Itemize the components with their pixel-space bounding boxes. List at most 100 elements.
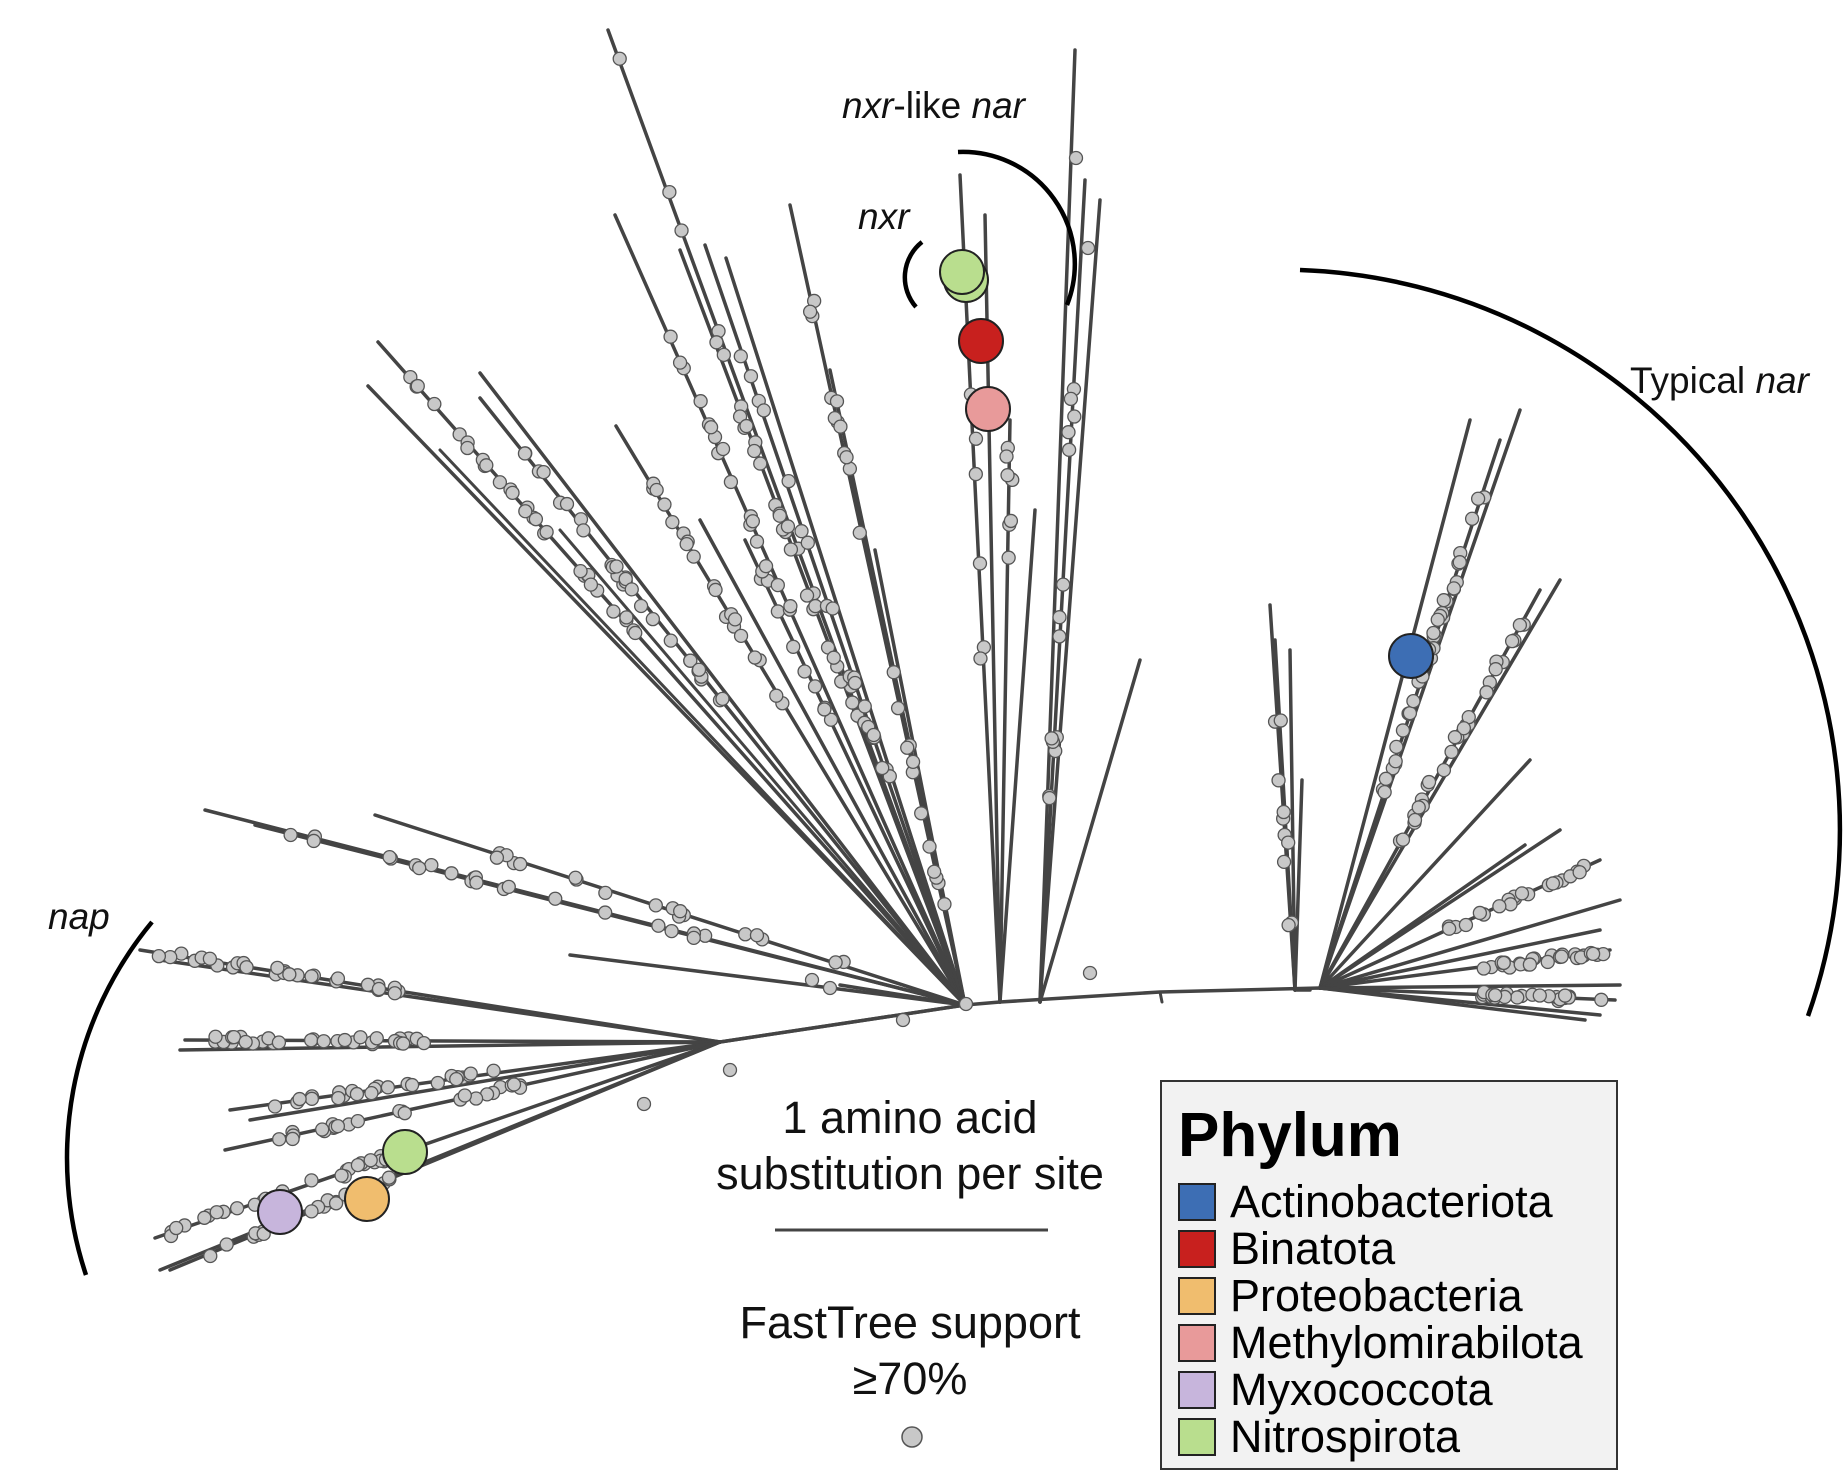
support-node [1545, 876, 1561, 891]
legend-label-myxococcota: Myxococcota [1230, 1363, 1493, 1415]
support-node [927, 864, 942, 879]
legend-item-nitrospirota: Nitrospirota [1178, 1410, 1583, 1462]
support-node [1470, 491, 1486, 506]
support-node [609, 559, 624, 574]
legend-label-nitrospirota: Nitrospirota [1230, 1410, 1461, 1462]
support-node [151, 948, 167, 964]
support-node [410, 378, 425, 394]
support-node [304, 1091, 320, 1106]
support-node [267, 1099, 283, 1114]
support-node [479, 458, 494, 473]
support-node [328, 1196, 344, 1211]
support-node [1389, 739, 1404, 755]
support-node [197, 1210, 212, 1225]
legend-swatch-binatota [1178, 1229, 1216, 1268]
support-node [691, 662, 707, 677]
support-node [703, 420, 719, 435]
support-node [651, 918, 666, 933]
branch [1318, 758, 1532, 990]
support-node [618, 571, 633, 587]
support-node [817, 702, 832, 717]
support-node [797, 664, 812, 679]
support-node [444, 866, 459, 881]
legend-item-proteobacteria: Proteobacteria [1178, 1269, 1583, 1321]
support-node [548, 891, 563, 906]
support-node [624, 582, 639, 597]
legend-label-binatota: Binatota [1230, 1222, 1396, 1274]
support-node [645, 612, 661, 627]
branch [1318, 418, 1472, 990]
support-node [539, 524, 554, 540]
support-node [758, 559, 774, 574]
support-node [536, 464, 551, 480]
arc-nap [64, 920, 154, 1276]
branch [376, 340, 967, 1007]
support-node [606, 604, 621, 619]
support-node [875, 760, 890, 776]
support-node [723, 474, 739, 490]
support-node [683, 653, 698, 668]
support-node [304, 1204, 319, 1219]
support-node [1276, 854, 1292, 870]
support-node [733, 349, 748, 364]
support-node [686, 930, 701, 946]
arc-typical-nar [1299, 267, 1843, 1017]
support-node [833, 419, 848, 434]
support-node [715, 441, 731, 457]
support-node [330, 1118, 346, 1134]
support-node [847, 675, 863, 691]
support-node [1585, 946, 1601, 961]
support-node [457, 1088, 472, 1103]
support-node [1273, 713, 1288, 728]
support-node [747, 650, 762, 665]
branch [478, 371, 967, 1007]
support-node [303, 1033, 319, 1048]
support-node [829, 394, 845, 409]
support-node [852, 525, 867, 540]
support-node [1388, 754, 1403, 769]
support-node [1442, 921, 1457, 936]
branch [558, 528, 967, 1007]
support-node [783, 542, 799, 557]
support-node [914, 806, 929, 821]
support-node [922, 839, 937, 854]
label-nxr-like-nar-italic-1: nxr [842, 85, 894, 126]
support-node [1000, 468, 1015, 483]
support-node [1512, 617, 1528, 633]
support-node [363, 1153, 378, 1168]
support-node [1479, 685, 1494, 700]
support-node [528, 512, 544, 527]
support-node [330, 971, 346, 986]
legend-label-proteobacteria: Proteobacteria [1230, 1269, 1523, 1321]
support-node [715, 691, 730, 707]
support-node [424, 857, 439, 873]
branch [614, 424, 967, 1007]
branch [1038, 198, 1102, 1004]
support-node [612, 51, 627, 66]
support-node [304, 969, 319, 984]
support-node [958, 996, 974, 1012]
support-node [1395, 832, 1411, 847]
support-node [1406, 693, 1421, 709]
support-node [209, 1205, 224, 1220]
support-node [772, 508, 787, 523]
branch [724, 256, 967, 1007]
support-node [316, 1034, 331, 1049]
support-node [1411, 800, 1426, 815]
arc-nxr [902, 240, 924, 309]
support-node [780, 519, 796, 534]
marker-nitrospirota-nxr [939, 249, 985, 295]
branch [998, 508, 1037, 1004]
branch [873, 548, 967, 1007]
support-node [1395, 723, 1411, 738]
legend-title: Phylum [1178, 1101, 1402, 1170]
support-node [364, 1085, 379, 1101]
support-node [505, 485, 520, 500]
support-node [1532, 988, 1547, 1003]
support-node [648, 898, 663, 913]
support-node [968, 466, 983, 482]
support-node [857, 699, 872, 714]
support-node [583, 577, 599, 592]
support-node [382, 849, 397, 865]
